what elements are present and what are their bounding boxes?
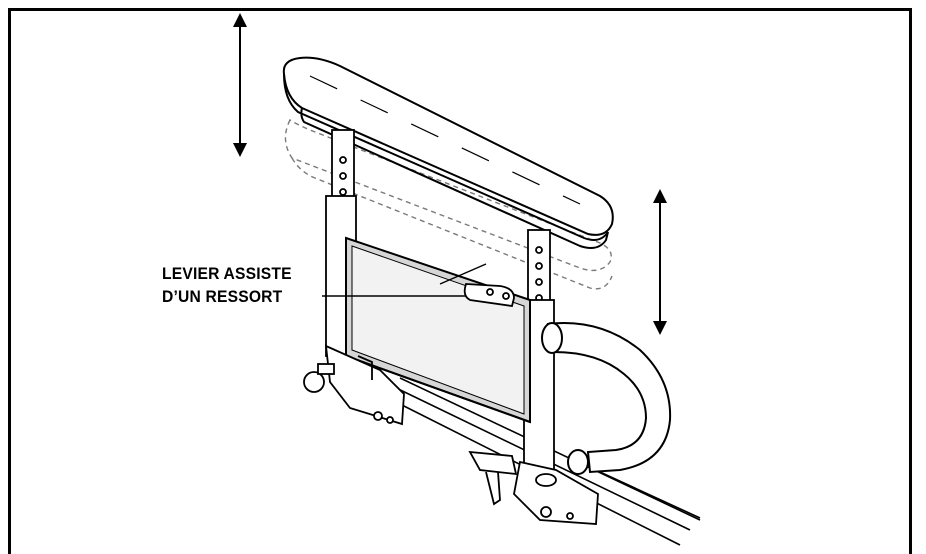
- curved-tube: [541, 322, 672, 475]
- callout-leaders: [322, 263, 487, 297]
- front-bracket: [468, 450, 599, 525]
- armrest-pad: [282, 56, 614, 249]
- spring-lever-label-line1: LEVIER ASSISTE: [162, 264, 292, 283]
- spring-lever-label: LEVIER ASSISTE D’UN RESSORT: [162, 262, 292, 308]
- spring-lever-label-line2: D’UN RESSORT: [162, 287, 283, 306]
- spring-lever: [463, 283, 515, 308]
- back-bracket: [303, 344, 405, 426]
